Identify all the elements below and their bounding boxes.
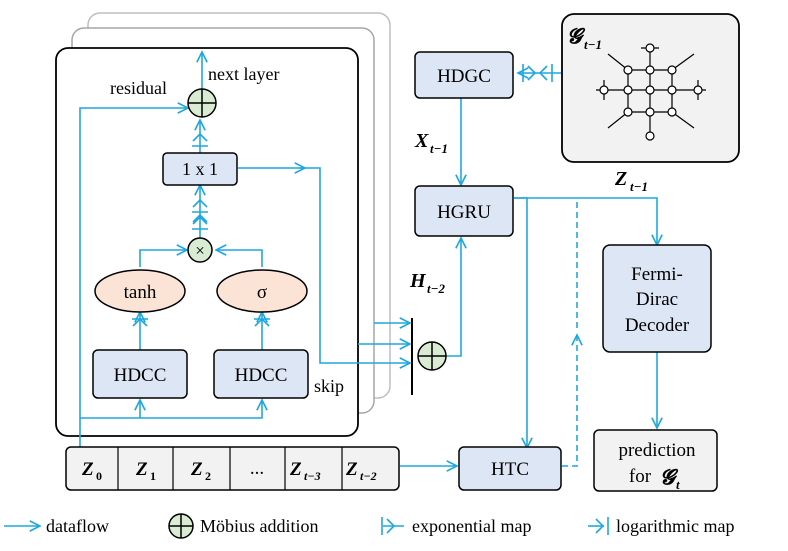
next-layer-label: next layer bbox=[208, 64, 279, 84]
tanh-gate bbox=[94, 269, 186, 313]
hdcc-block-right bbox=[213, 349, 309, 399]
seq-sub-4: t−3 bbox=[304, 469, 321, 483]
dashed-feedback-line bbox=[562, 335, 577, 467]
graph-nodes bbox=[599, 43, 703, 141]
h-subscript: t−2 bbox=[427, 281, 445, 296]
decoder-line3: Decoder bbox=[625, 315, 690, 336]
multiply-icon: × bbox=[195, 241, 205, 260]
legend-dataflow: dataflow bbox=[46, 516, 109, 536]
seq-item-5: Z bbox=[345, 459, 358, 480]
x-label: X bbox=[414, 130, 429, 152]
seq-sub-5: t−2 bbox=[360, 469, 377, 483]
seq-sub-2: 2 bbox=[205, 469, 211, 483]
decoder-line1: Fermi- bbox=[631, 264, 683, 285]
seq-item-2: Z bbox=[190, 459, 203, 480]
exp-map-icon-top bbox=[192, 132, 208, 147]
prediction-symbol: 𝓖 bbox=[660, 465, 679, 489]
z-label: Z bbox=[614, 168, 627, 190]
tanh-label: tanh bbox=[124, 282, 157, 303]
hgru-label: HGRU bbox=[437, 202, 491, 223]
graph-subscript: t−1 bbox=[584, 37, 602, 52]
skip-label: skip bbox=[314, 376, 344, 396]
graph-label: 𝓖 bbox=[567, 24, 586, 48]
x-subscript: t−1 bbox=[430, 141, 448, 156]
seq-sub-0: 0 bbox=[96, 469, 102, 483]
seq-item-4: Z bbox=[289, 459, 302, 480]
legend-exp-map: exponential map bbox=[412, 516, 531, 536]
hdcc-left-label: HDCC bbox=[114, 365, 167, 386]
seq-item-3: ... bbox=[250, 458, 264, 479]
seq-item-0: Z bbox=[81, 459, 94, 480]
fermi-dirac-decoder-block bbox=[602, 244, 712, 353]
hdcc-right-label: HDCC bbox=[235, 365, 288, 386]
oplus-icon bbox=[188, 89, 216, 117]
sigmoid-label: σ bbox=[257, 282, 267, 303]
exp-map-icon-upper bbox=[192, 215, 208, 230]
log-map-icon-left bbox=[132, 317, 148, 327]
sigmoid-gate bbox=[216, 269, 308, 313]
hdcc-block-left bbox=[92, 349, 188, 399]
seq-sub-1: 1 bbox=[150, 469, 156, 483]
map-symbols bbox=[132, 64, 553, 327]
hgru-block bbox=[414, 185, 514, 237]
conv1x1-block bbox=[162, 152, 238, 186]
prediction-subscript: t bbox=[676, 477, 680, 492]
hdgc-block bbox=[414, 51, 514, 99]
exp-map-icon-graph bbox=[522, 64, 537, 82]
sequence-dividers bbox=[117, 447, 343, 490]
prediction-box bbox=[593, 429, 718, 492]
conv1x1-label: 1 x 1 bbox=[182, 159, 218, 179]
z-subscript: t−1 bbox=[630, 179, 648, 194]
oplus-icon-merge bbox=[418, 342, 446, 370]
multiply-node bbox=[187, 237, 213, 263]
legend: dataflow Möbius addition exponential map… bbox=[4, 513, 734, 539]
htc-block bbox=[458, 446, 562, 491]
decoder-line2: Dirac bbox=[636, 289, 678, 310]
seq-item-1: Z bbox=[135, 459, 148, 480]
sequence-bar bbox=[65, 446, 400, 491]
residual-label: residual bbox=[110, 78, 167, 98]
exp-map-icon-lower bbox=[192, 198, 208, 213]
log-map-icon-graph bbox=[538, 64, 553, 82]
h-label: H bbox=[409, 270, 427, 292]
log-map-icon-right bbox=[254, 317, 270, 327]
hdgc-label: HDGC bbox=[437, 66, 491, 87]
prediction-for: for bbox=[629, 466, 652, 487]
legend-mobius: Möbius addition bbox=[200, 516, 319, 536]
legend-log-map: logarithmic map bbox=[616, 516, 734, 536]
prediction-line1: prediction bbox=[618, 440, 696, 461]
htc-label: HTC bbox=[491, 459, 529, 480]
sequence-items: Z 0 Z 1 Z 2 ... Z t−3 Z t−2 bbox=[81, 458, 377, 483]
